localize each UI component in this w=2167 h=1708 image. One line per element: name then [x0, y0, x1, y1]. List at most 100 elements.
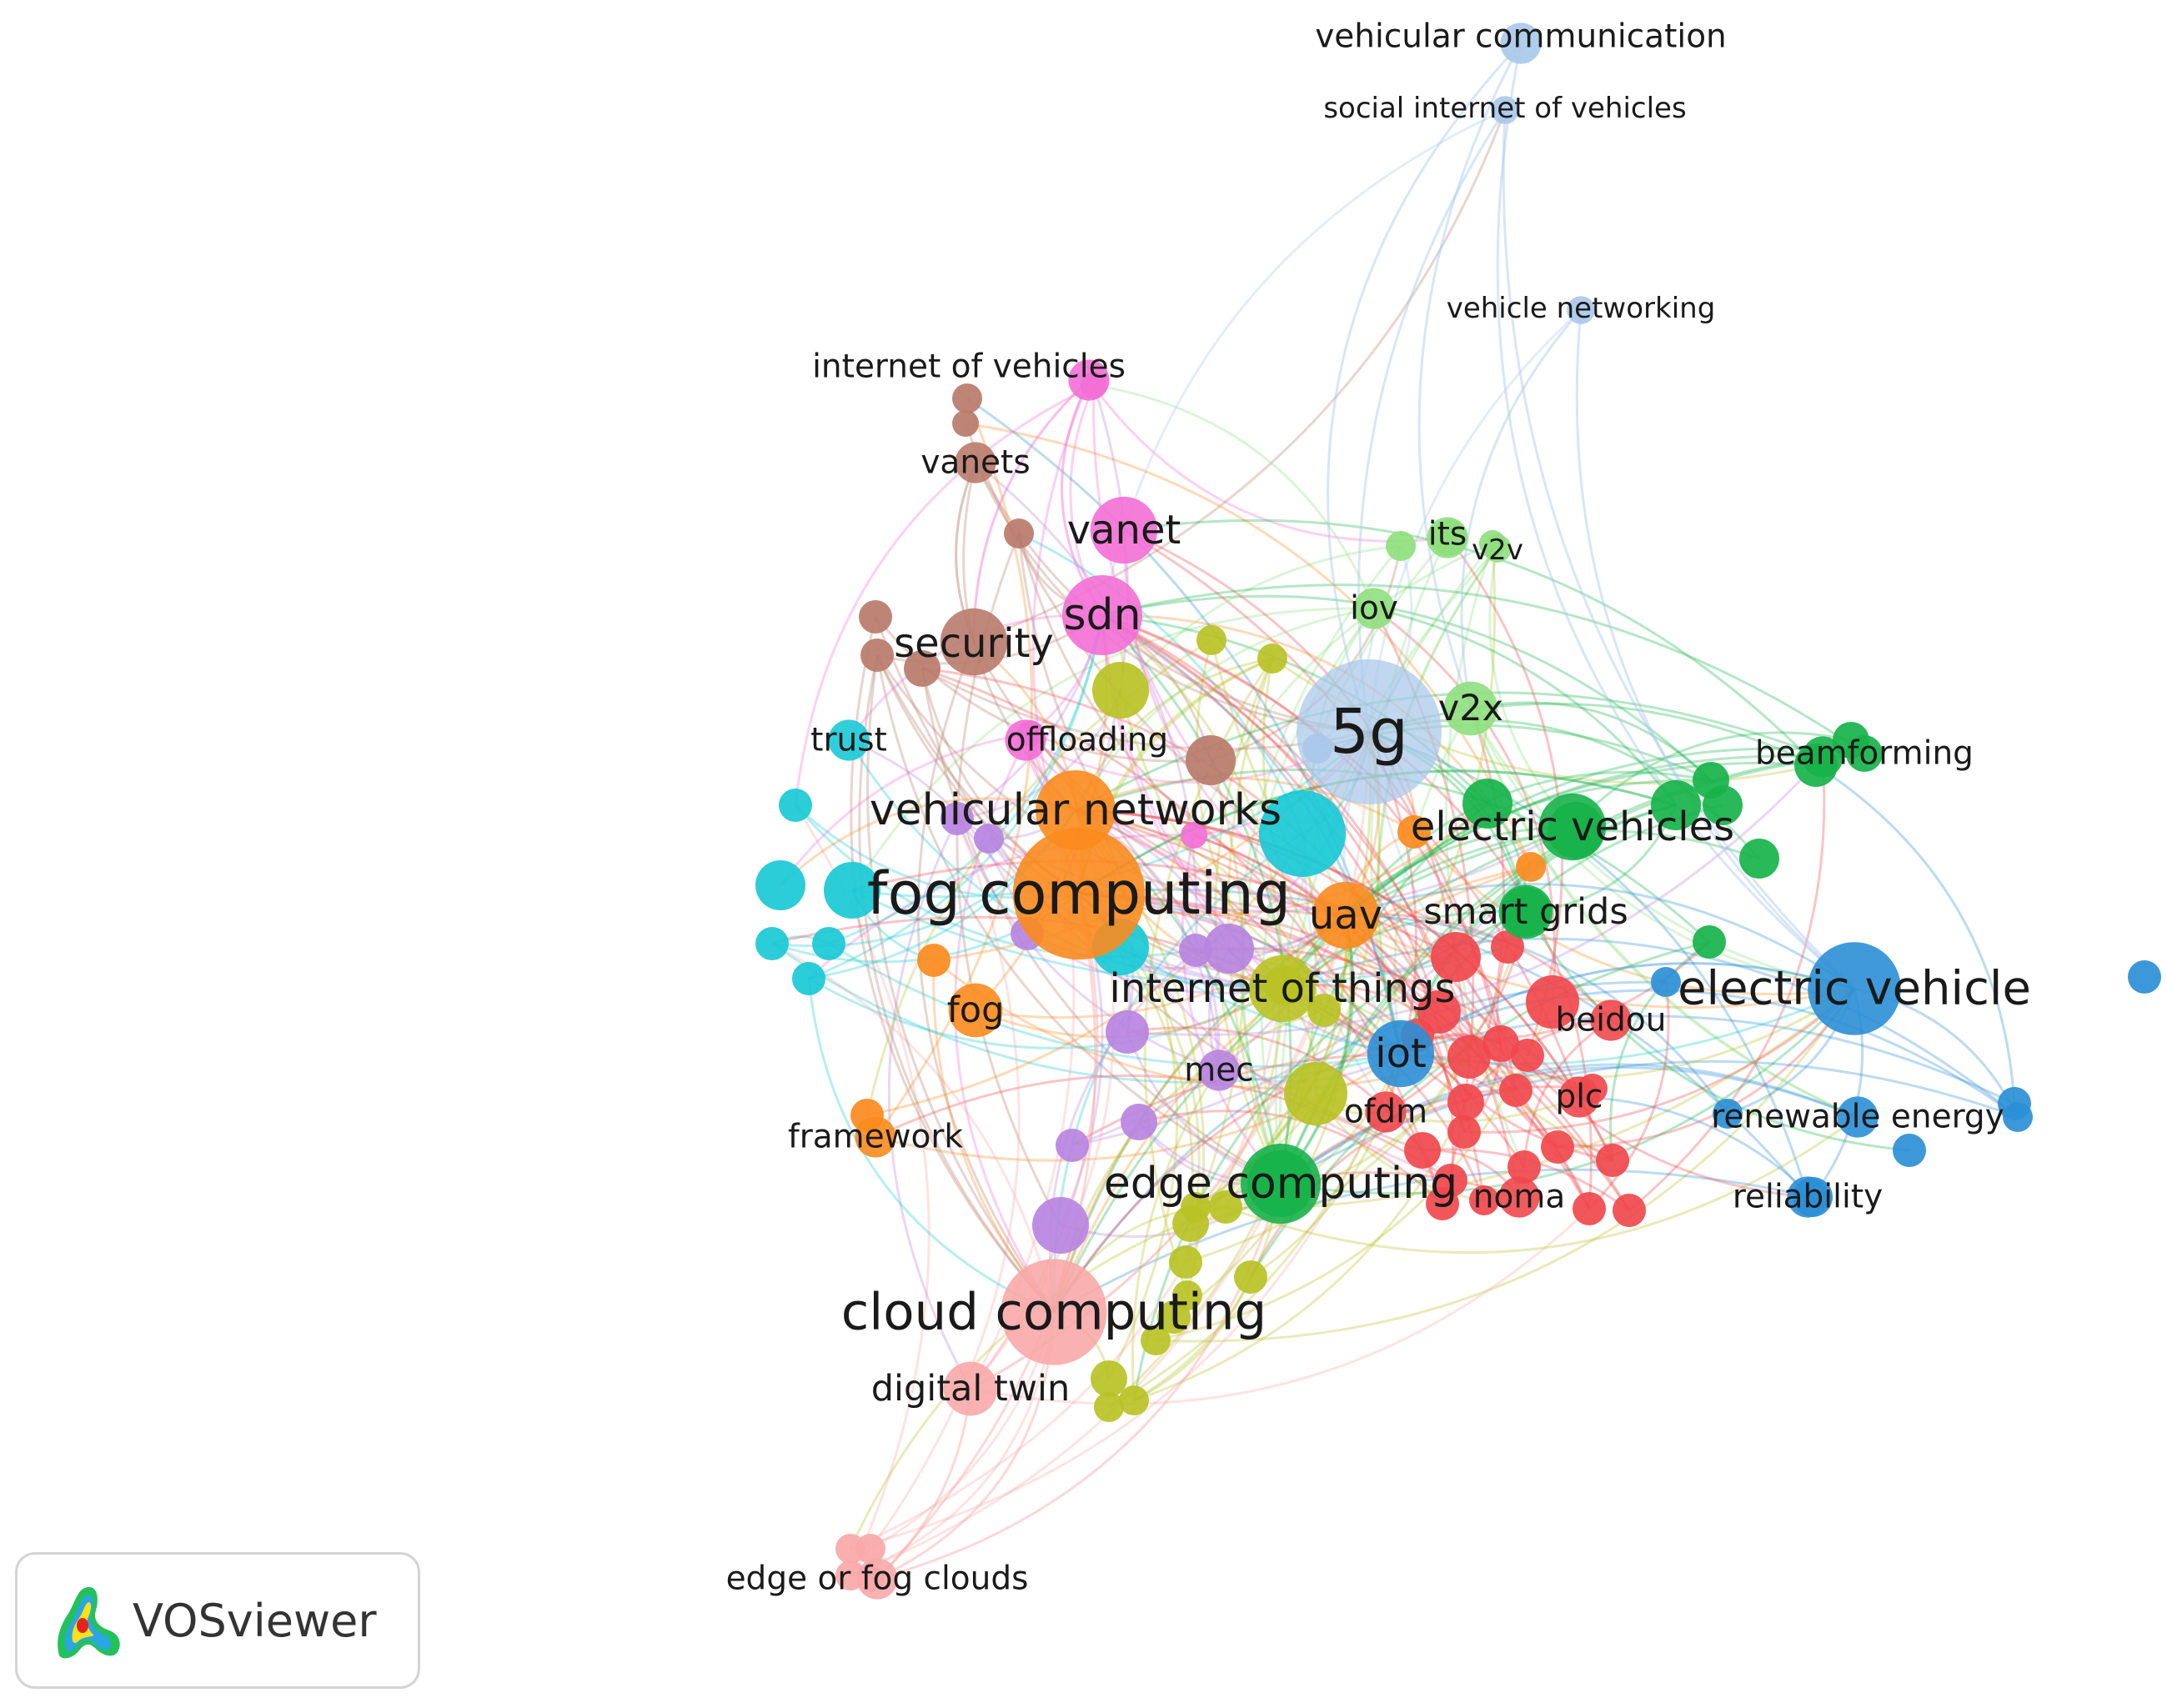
network-node-unlabeled — [904, 650, 941, 687]
network-link — [1075, 809, 1591, 1210]
vosviewer-brand-label: VOSviewer — [133, 1594, 377, 1647]
network-node-vehicle-networking[interactable] — [1567, 296, 1595, 324]
network-link — [1225, 1115, 1859, 1255]
network-node-edge-computing[interactable] — [1241, 1144, 1321, 1224]
network-node-5g[interactable] — [1297, 659, 1442, 804]
network-node-reliability[interactable] — [1787, 1176, 1828, 1218]
network-node-v2x[interactable] — [1443, 681, 1498, 736]
network-link — [956, 818, 1220, 1072]
network-link — [1578, 1095, 1814, 1199]
network-node-unlabeled — [1181, 822, 1207, 849]
network-link — [1052, 865, 1532, 1313]
node-label-vehicle-networking: vehicle networking — [1447, 292, 1716, 325]
network-node-mec[interactable] — [1198, 1049, 1240, 1091]
network-link — [850, 607, 1375, 891]
network-node-unlabeled — [1703, 785, 1743, 825]
network-node-security[interactable] — [940, 608, 1008, 676]
network-link — [1173, 914, 1352, 1319]
network-link — [1280, 987, 1856, 1195]
network-link — [1315, 1092, 1580, 1123]
network-link — [849, 818, 1021, 1576]
network-link — [1575, 309, 1855, 990]
network-link — [1279, 802, 1488, 1185]
network-node-electric-vehicle[interactable] — [1808, 942, 1901, 1035]
network-node-digital-twin[interactable] — [943, 1361, 998, 1416]
network-node-beidou[interactable] — [1590, 999, 1632, 1041]
network-link — [1185, 911, 1527, 1264]
network-node-iot[interactable] — [1367, 1019, 1435, 1088]
network-node-unlabeled — [1179, 934, 1212, 967]
node-label-electric-vehicle: electric vehicle — [1678, 962, 2031, 1016]
network-link — [1101, 614, 1284, 989]
network-link — [1417, 989, 2019, 1119]
node-label-framework: framework — [788, 1119, 963, 1156]
network-node-smart-grids[interactable] — [1498, 884, 1553, 939]
network-node-unlabeled — [1169, 1245, 1202, 1279]
network-node-unlabeled — [1056, 1129, 1089, 1162]
network-node-vehicular-communication[interactable] — [1500, 23, 1542, 64]
node-label-reliability: reliability — [1733, 1179, 1883, 1216]
network-node-unlabeled — [1739, 839, 1779, 879]
network-node-unlabeled — [1032, 1197, 1089, 1254]
network-link — [1488, 548, 1574, 829]
network-link — [1460, 309, 1583, 709]
network-link — [1101, 584, 1865, 755]
network-link — [1469, 708, 1855, 990]
network-link — [1101, 614, 1489, 805]
network-node-unlabeled — [1119, 1385, 1149, 1415]
network-node-offloading[interactable] — [1005, 719, 1046, 761]
network-node-ofdm[interactable] — [1365, 1091, 1407, 1133]
network-node-unlabeled — [1693, 925, 1726, 959]
network-link — [1017, 533, 1347, 917]
network-node-trust[interactable] — [828, 719, 870, 761]
network-node-unlabeled — [1186, 735, 1236, 785]
network-node-plc[interactable] — [1558, 1076, 1600, 1118]
network-node-noma[interactable] — [1498, 1176, 1540, 1218]
network-link — [1445, 543, 1526, 1168]
network-node-unlabeled — [1172, 1205, 1209, 1242]
node-label-ofdm: ofdm — [1344, 1094, 1427, 1131]
network-link — [972, 641, 1347, 917]
network-node-unlabeled — [974, 824, 1004, 854]
network-node-uav[interactable] — [1312, 881, 1380, 949]
network-link — [1074, 607, 1375, 811]
network-node-internet-of-vehicles[interactable] — [1068, 359, 1110, 401]
network-node-unlabeled — [1846, 735, 1883, 772]
network-node-unlabeled — [779, 789, 812, 822]
network-link — [875, 1388, 972, 1580]
network-node-unlabeled — [1447, 1084, 1484, 1120]
network-link — [920, 668, 1282, 1185]
network-node-beamforming[interactable] — [1802, 736, 1843, 778]
network-node-unlabeled — [1462, 779, 1512, 829]
network-node-fog-computing[interactable] — [1012, 827, 1146, 960]
network-link — [970, 1207, 1591, 1405]
network-node-fog[interactable] — [948, 983, 1003, 1038]
network-node-vanet[interactable] — [1090, 496, 1158, 564]
network-link — [1469, 708, 1855, 990]
network-node-its[interactable] — [1427, 517, 1468, 558]
network-node-social-internet-of-vehicles[interactable] — [1491, 96, 1519, 124]
network-node-unlabeled — [1092, 662, 1149, 719]
network-link — [1345, 914, 1855, 1009]
network-node-unlabeled — [952, 410, 979, 437]
network-node-cloud-computing[interactable] — [1001, 1259, 1107, 1365]
network-node-vanets[interactable] — [955, 442, 996, 483]
network-node-edge-or-fog-clouds[interactable] — [856, 1558, 898, 1600]
network-link — [1239, 545, 1402, 1185]
network-node-v2v[interactable] — [1483, 534, 1512, 563]
network-node-unlabeled — [1596, 1144, 1629, 1177]
network-node-framework[interactable] — [855, 1116, 896, 1158]
network-node-unlabeled — [1482, 1025, 1519, 1062]
node-label-security: security — [894, 620, 1054, 667]
network-node-sdn[interactable] — [1062, 575, 1142, 655]
network-node-unlabeled — [2128, 960, 2161, 994]
network-link — [1214, 658, 1282, 1185]
network-node-renewable-energy[interactable] — [1837, 1096, 1879, 1138]
network-node-iov[interactable] — [1353, 588, 1395, 629]
network-node-unlabeled — [755, 927, 789, 960]
network-node-electric-vehicles[interactable] — [1538, 793, 1607, 861]
network-node-internet-of-things[interactable] — [1248, 954, 1317, 1023]
network-node-unlabeled — [1469, 1185, 1499, 1215]
network-link — [1189, 759, 1246, 1225]
